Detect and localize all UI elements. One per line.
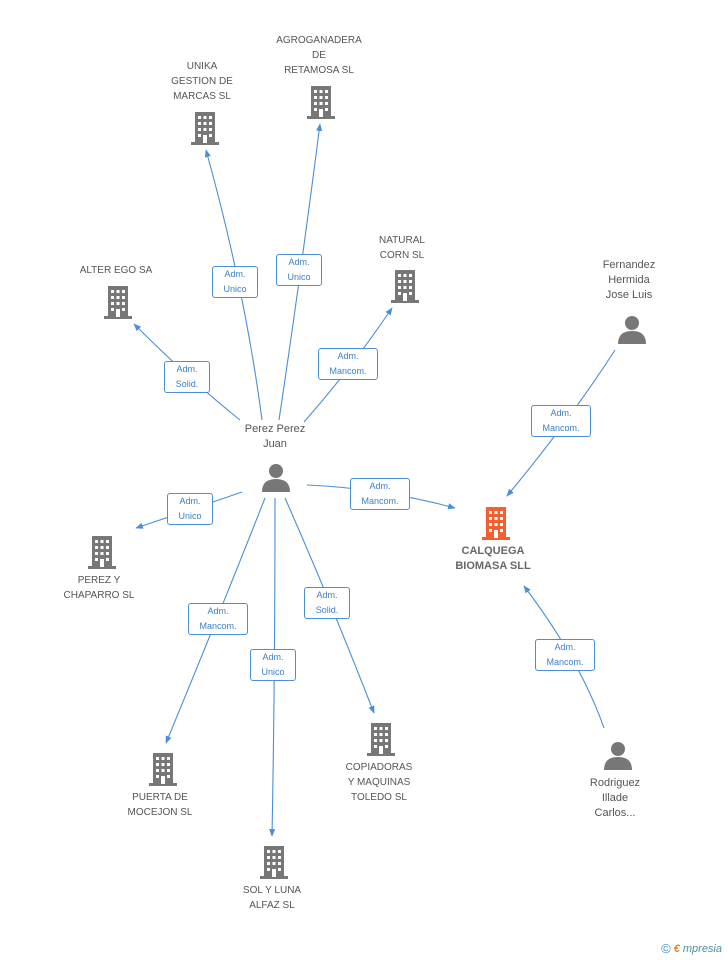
edge-label-calquega[interactable]: Adm. Mancom. [350,478,410,510]
brand-logo-initial: € [673,942,680,955]
node-label-unika[interactable]: UNIKA GESTION DE MARCAS SL [171,61,233,102]
building-icon-sol-luna[interactable] [258,845,290,879]
person-icon-rodriguez[interactable] [603,740,633,770]
node-label-sol-luna[interactable]: SOL Y LUNA ALFAZ SL [242,885,302,911]
building-icon-calquega[interactable] [480,506,512,540]
node-label-agroganadera[interactable]: AGROGANADERA DE RETAMOSA SL [276,35,362,76]
edge-label-perez-chaparro[interactable]: Adm. Unico [167,493,213,525]
edge-label-agroganadera[interactable]: Adm. Unico [276,254,322,286]
building-icon-copiadoras[interactable] [365,722,397,756]
edge-label-alter-ego[interactable]: Adm. Solid. [164,361,210,393]
person-icon-perez-juan[interactable] [261,462,291,492]
node-label-fernandez[interactable]: Fernandez Hermida Jose Luis [602,259,656,301]
building-icon-agroganadera[interactable] [305,85,337,119]
building-icon-alter-ego[interactable] [102,285,134,319]
edge-label-puerta[interactable]: Adm. Mancom. [188,603,248,635]
edge-label-unika[interactable]: Adm. Unico [212,266,258,298]
node-label-perez-chaparro[interactable]: PEREZ Y CHAPARRO SL [63,575,135,601]
building-icon-unika[interactable] [189,111,221,145]
copyright-symbol: © [661,941,671,956]
edge-label-copiadoras[interactable]: Adm. Solid. [304,587,350,619]
node-label-copiadoras[interactable]: COPIADORAS Y MAQUINAS TOLEDO SL [345,762,413,803]
edge-label-natural-corn[interactable]: Adm. Mancom. [318,348,378,380]
edge-label-rodriguez[interactable]: Adm. Mancom. [535,639,595,671]
node-label-perez-juan[interactable]: Perez Perez Juan [244,423,306,450]
node-label-calquega[interactable]: CALQUEGA BIOMASA SLL [455,545,531,572]
building-icon-perez-chaparro[interactable] [86,535,118,569]
person-icon-fernandez[interactable] [617,314,647,344]
building-icon-natural-corn[interactable] [389,269,421,303]
building-icon-puerta[interactable] [147,752,179,786]
footer-brand: © €mpresia [661,941,722,956]
brand-logo-text: mpresia [682,942,722,955]
node-label-rodriguez[interactable]: Rodriguez Illade Carlos... [589,777,641,819]
node-label-puerta[interactable]: PUERTA DE MOCEJON SL [127,792,193,818]
node-label-alter-ego[interactable]: ALTER EGO SA [79,265,153,276]
edge-label-fernandez[interactable]: Adm. Mancom. [531,405,591,437]
edge-label-sol-luna[interactable]: Adm. Unico [250,649,296,681]
node-label-natural-corn[interactable]: NATURAL CORN SL [379,235,425,261]
